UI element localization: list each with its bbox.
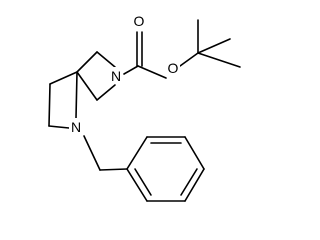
bond-ch2-lower-top-to-ch2-lower-bottom	[48, 83, 51, 127]
bond-n-to-carbonyl-carbon	[123, 65, 139, 75]
bond-ch2-upper-right-to-spiro	[76, 71, 98, 101]
bond-ch2-to-phenyl-ipso	[99, 168, 128, 171]
atom-n-benzyl: N	[71, 119, 81, 135]
bond-tbu-methyl-bottom	[197, 38, 231, 54]
bond-phenyl-4	[184, 168, 205, 202]
bond-n-benzyl-to-spiro	[75, 71, 78, 119]
bond-ester-o-to-tbu-carbon	[179, 52, 199, 67]
bond-phenyl-inner-2	[180, 168, 198, 196]
bond-spiro-to-ch2-upper-left	[76, 51, 98, 73]
bond-carbonyl-carbon-to-ester-o	[137, 65, 167, 79]
bond-tbu-methyl-right	[197, 52, 241, 68]
bond-n-benzyl-to-ch2	[83, 135, 101, 171]
atom-o-carbonyl: O	[134, 13, 145, 29]
bond-phenyl-1	[126, 136, 148, 170]
chemical-structure-diagram: N O O N	[48, 12, 241, 202]
bond-phenyl-inner-3	[134, 168, 152, 196]
bond-phenyl-3	[184, 136, 205, 170]
bond-phenyl-6	[126, 168, 148, 202]
bond-n-to-ch2-upper-right	[96, 84, 116, 101]
atom-n-carbamate: N	[111, 68, 121, 84]
bond-spiro-to-ch2-lower-top	[49, 71, 78, 85]
bond-ch2-lower-bottom-to-n-benzyl	[48, 125, 70, 129]
atom-o-ester: O	[168, 60, 179, 76]
bond-ch2-upper-left-to-n	[96, 51, 116, 68]
